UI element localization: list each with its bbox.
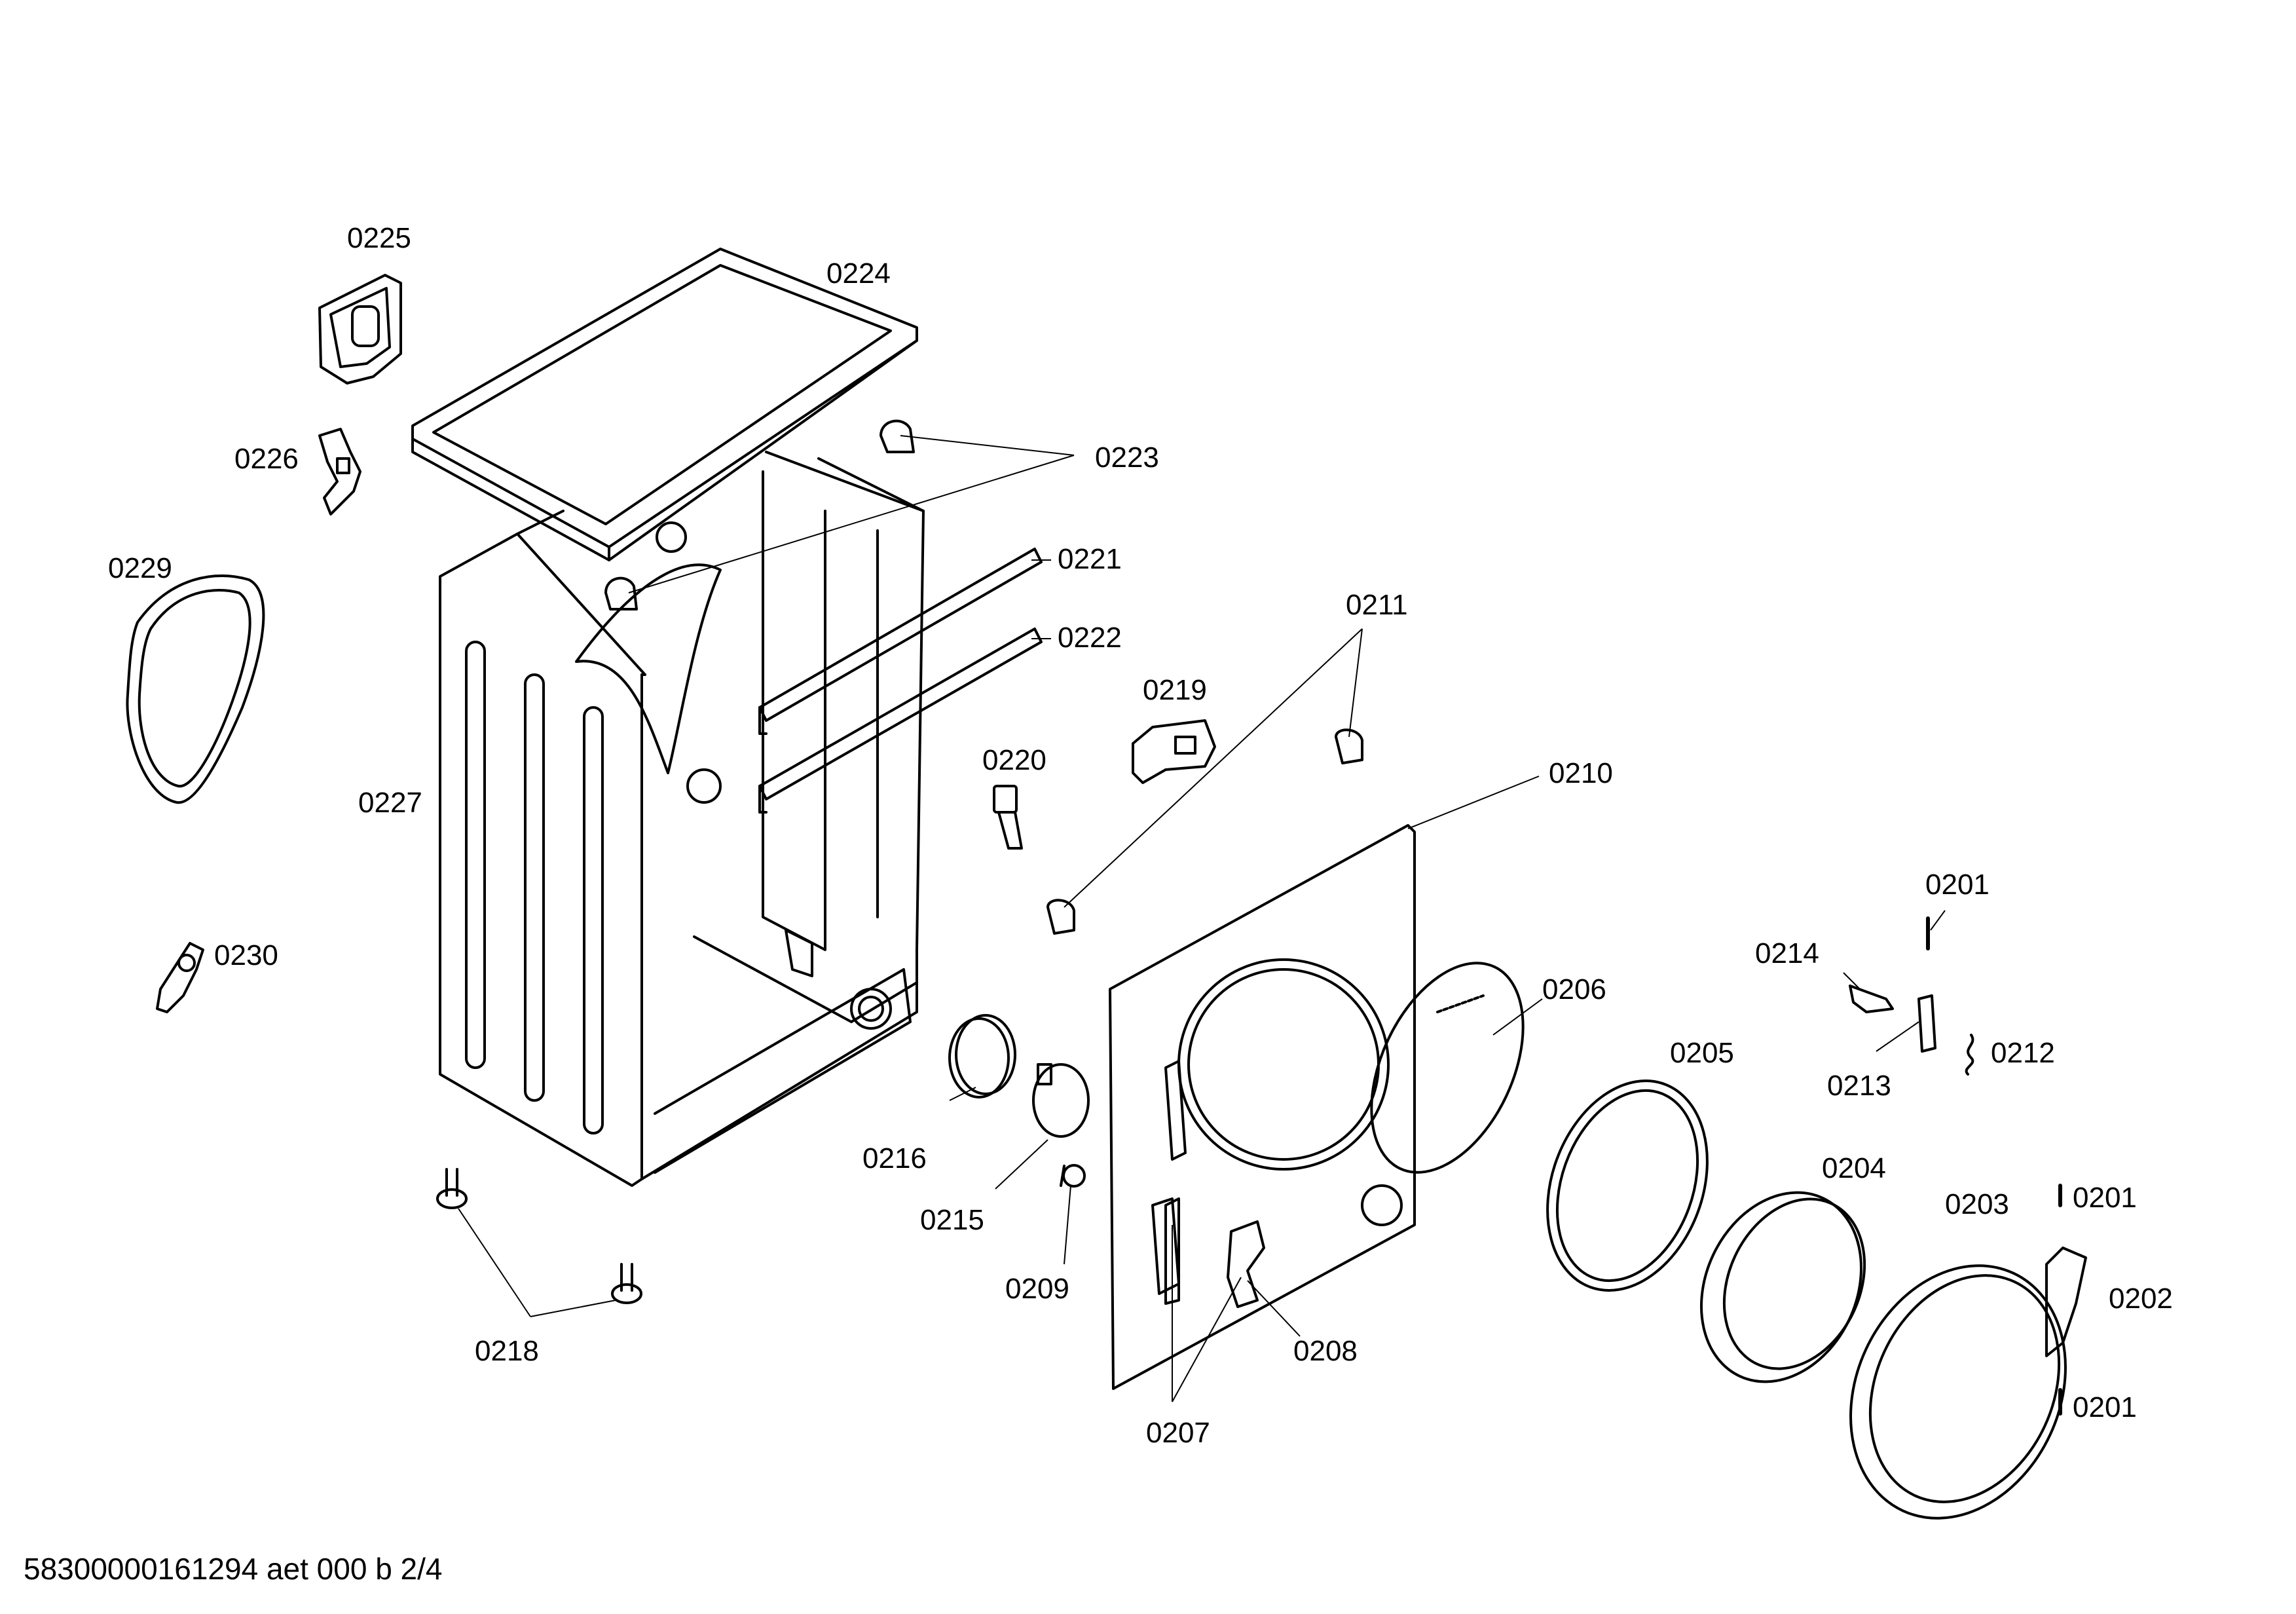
part-0205 [1546,1079,1709,1292]
label-0219: 0219 [1143,674,1207,706]
label-0216: 0216 [862,1142,927,1174]
part-0202 [2045,1247,2087,1357]
label-0209: 0209 [1005,1273,1069,1305]
part-0209 [1060,1164,1086,1188]
label-0227: 0227 [358,787,422,819]
label-0204: 0204 [1822,1152,1886,1184]
part-0206 [1370,962,1525,1174]
part-0212 [1965,1034,1974,1076]
part-0224 [411,248,918,561]
label-0201-mid: 0201 [2073,1182,2137,1214]
label-0224: 0224 [826,257,891,290]
part-0208 [1227,1220,1265,1308]
label-0226: 0226 [234,443,299,475]
label-0203: 0203 [1945,1188,2009,1220]
part-0227 [439,451,925,1187]
part-0229 [126,574,265,804]
part-0225 [318,274,402,385]
label-0215: 0215 [920,1204,984,1236]
part-0201 [1926,916,2062,1416]
part-0213 [1917,994,1936,1053]
part-0207 [1164,1197,1180,1305]
part-0214 [1849,985,1894,1013]
part-0221 [758,548,1043,735]
part-0210 [1109,824,1416,1390]
label-0230: 0230 [214,939,278,971]
part-0215 [1032,1063,1090,1138]
label-0220: 0220 [982,744,1046,776]
part-0223 [604,419,915,610]
label-0208: 0208 [1293,1335,1358,1367]
label-0213: 0213 [1827,1070,1891,1102]
part-labels: 0225 0224 0226 0223 0229 0221 0222 0211 … [108,222,2173,1449]
label-0202: 0202 [2109,1283,2173,1315]
label-0212: 0212 [1991,1037,2055,1069]
label-0211: 0211 [1346,589,1408,621]
label-0201-bottom: 0201 [2073,1391,2137,1423]
label-0229: 0229 [108,552,172,584]
part-0230 [156,942,204,1013]
label-0223: 0223 [1095,441,1159,474]
part-0211 [1046,728,1363,935]
label-0210: 0210 [1549,757,1613,789]
label-0221: 0221 [1058,543,1122,575]
part-0226 [318,428,361,516]
label-0201-top: 0201 [1925,869,1990,901]
label-0206: 0206 [1542,973,1606,1005]
part-0204 [1700,1191,1866,1383]
part-0218 [436,1168,642,1304]
part-0219 [1132,719,1216,784]
label-0205: 0205 [1670,1037,1734,1069]
part-0220 [993,785,1023,850]
part-0203 [1849,1264,2067,1520]
part-0222 [758,628,1043,814]
document-footer: 58300000161294 aet 000 b 2/4 [24,1552,443,1586]
label-0218: 0218 [475,1335,539,1367]
label-0225: 0225 [347,222,411,254]
label-0207: 0207 [1146,1417,1210,1449]
leader-lines [458,435,1946,1402]
label-0214: 0214 [1755,937,1819,969]
label-0222: 0222 [1058,622,1122,654]
part-0216 [948,1014,1016,1098]
